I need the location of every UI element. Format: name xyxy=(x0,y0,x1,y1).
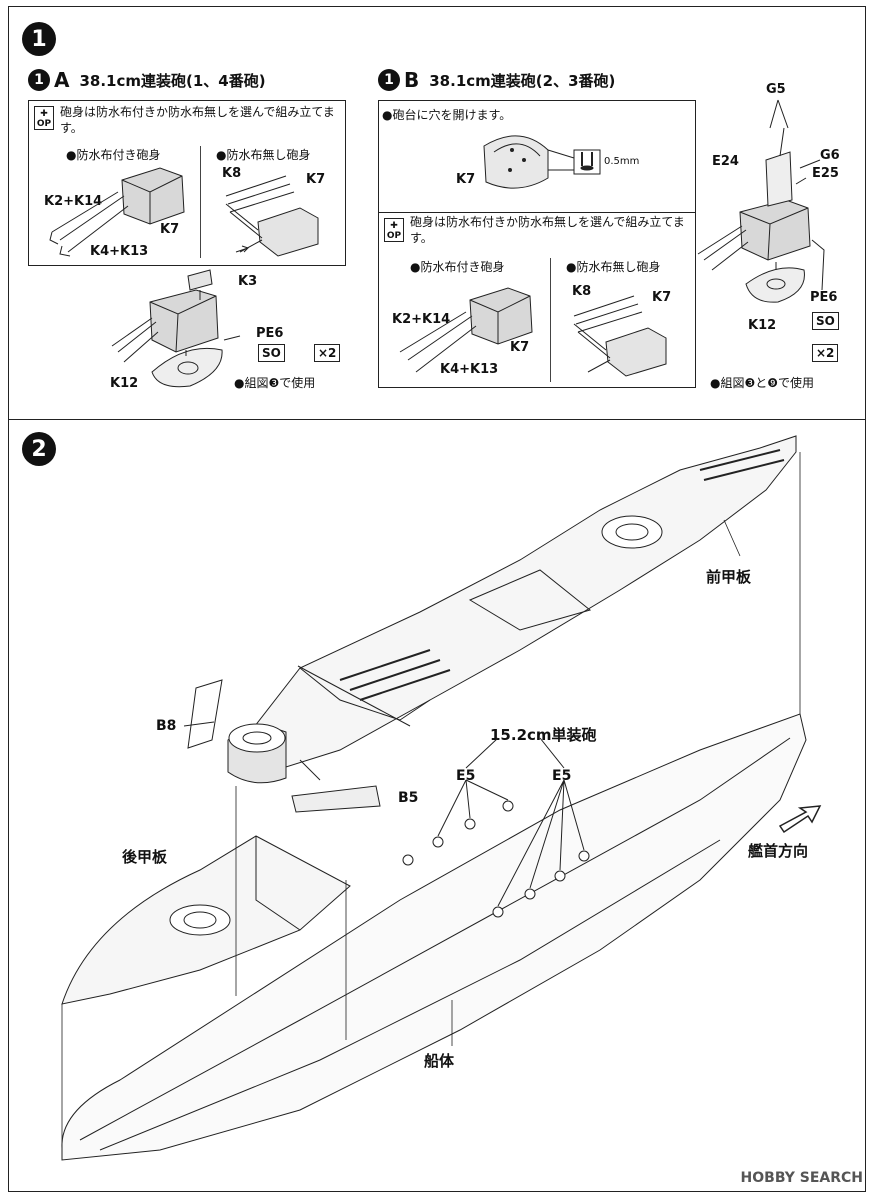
fore-deck-part xyxy=(229,435,797,773)
section-b-number: 1 xyxy=(378,69,400,91)
bare-barrels-b xyxy=(573,295,667,377)
step1-number: 1 xyxy=(22,22,56,56)
section-b-option-note: 砲身は防水布付きか防水布無しを選んで組み立てます。 xyxy=(410,215,685,245)
step-divider xyxy=(8,419,866,420)
section-a-use-note: ●組図❸で使用 xyxy=(234,376,316,390)
drill-diagram-b xyxy=(483,135,601,189)
label-aft-deck: 後甲板 xyxy=(122,848,168,866)
section-b-variant-with: ●防水布付き砲身 xyxy=(410,260,505,274)
section-a-letter: A xyxy=(54,68,70,92)
stainless-badge: SO xyxy=(812,312,839,330)
section-a-option-box xyxy=(28,100,346,266)
bare-barrels-a xyxy=(225,175,319,257)
label-k12: K12 xyxy=(110,376,139,391)
quantity-badge: ×2 xyxy=(812,344,839,362)
section-a-number: 1 xyxy=(28,69,50,91)
section-a-title: 38.1cm連装砲(1、4番砲) xyxy=(79,71,266,90)
barbette-b8 xyxy=(183,679,287,784)
label-pe6: PE6 xyxy=(810,290,838,305)
section-a-variant-with: ●防水布付き砲身 xyxy=(66,148,161,162)
section-a-option-note: 砲身は防水布付きか防水布無しを選んで組み立てます。 xyxy=(60,105,335,135)
label-k8: K8 xyxy=(572,284,592,299)
label-b8: B8 xyxy=(156,718,177,734)
option-icon: ✚OP xyxy=(34,106,54,130)
step2-number: 2 xyxy=(22,432,56,466)
label-k7-drill: K7 xyxy=(456,172,476,187)
label-g6: G6 xyxy=(820,148,840,163)
bow-direction-arrow xyxy=(778,805,822,834)
turret-with-canvas-b xyxy=(399,287,533,373)
quantity-badge: ×2 xyxy=(314,344,341,362)
section-b-box xyxy=(378,100,696,388)
label-k2-k14: K2+K14 xyxy=(392,312,451,327)
section-b-title: 38.1cm連装砲(2、3番砲) xyxy=(429,71,616,90)
section-a-heading: 1 A 38.1cm連装砲(1、4番砲) xyxy=(28,68,266,92)
part-b5 xyxy=(291,759,381,813)
turret-assembled-a xyxy=(111,269,241,388)
e5-guns xyxy=(402,737,590,918)
label-k8: K8 xyxy=(222,166,242,181)
guide-lines xyxy=(61,452,801,1150)
section-b-variant-without: ●防水布無し砲身 xyxy=(566,260,661,274)
label-k4-k13: K4+K13 xyxy=(440,362,499,377)
label-pe6: PE6 xyxy=(256,326,284,341)
section-b-use-note: ●組図❸と❾で使用 xyxy=(710,376,814,390)
section-b-letter: B xyxy=(404,68,420,92)
label-e24: E24 xyxy=(712,154,739,169)
aft-deck-part xyxy=(61,835,351,1005)
label-k2-k14: K2+K14 xyxy=(44,194,103,209)
variant-separator xyxy=(200,146,201,258)
stainless-badge: SO xyxy=(258,344,285,362)
op-label: OP xyxy=(36,119,52,129)
label-bow-direction: 艦首方向 xyxy=(748,842,809,860)
section-b-heading: 1 B 38.1cm連装砲(2、3番砲) xyxy=(378,68,615,92)
op-label: OP xyxy=(386,231,402,241)
label-k7: K7 xyxy=(510,340,530,355)
label-b5: B5 xyxy=(398,790,419,806)
variant-separator xyxy=(550,258,551,382)
label-hull: 船体 xyxy=(424,1052,455,1070)
label-k3: K3 xyxy=(238,274,258,289)
drill-size: 0.5mm xyxy=(604,156,640,167)
label-k12: K12 xyxy=(748,318,777,333)
label-152cm-gun: 15.2cm単装砲 xyxy=(490,726,597,744)
label-g5: G5 xyxy=(766,82,786,97)
label-e5-right: E5 xyxy=(552,768,572,784)
option-icon: ✚OP xyxy=(384,218,404,242)
section-b-option-box xyxy=(378,212,696,388)
section-b-drill-note: ●砲台に穴を開けます。 xyxy=(382,108,512,122)
watermark: HOBBY SEARCH xyxy=(740,1170,863,1186)
turret-with-canvas-a xyxy=(49,167,185,257)
turret-assembled-b xyxy=(697,99,825,303)
label-k7: K7 xyxy=(160,222,180,237)
instruction-frame xyxy=(8,6,866,1192)
label-k7-bare: K7 xyxy=(306,172,326,187)
label-e5-left: E5 xyxy=(456,768,476,784)
label-e25: E25 xyxy=(812,166,839,181)
label-k7-bare: K7 xyxy=(652,290,672,305)
section-a-variant-without: ●防水布無し砲身 xyxy=(216,148,311,162)
label-fore-deck: 前甲板 xyxy=(706,568,752,586)
label-k4-k13: K4+K13 xyxy=(90,244,149,259)
